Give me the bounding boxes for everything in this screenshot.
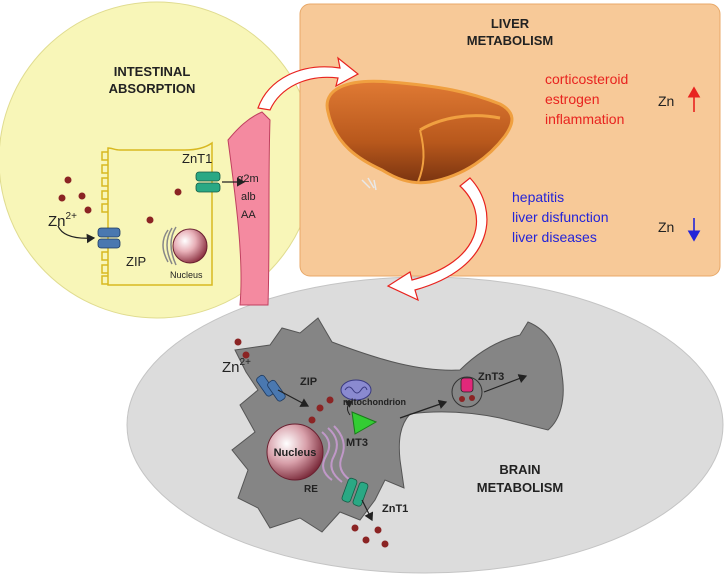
brain-mitochondrion-label: mitochondrion	[343, 397, 406, 407]
flow-arrow-icon	[57, 225, 96, 244]
liver-zn-up-label: Zn	[658, 93, 674, 109]
brain-title-line2: METABOLISM	[477, 480, 563, 495]
re-icon	[321, 431, 333, 481]
nucleus-icon	[266, 423, 324, 481]
carrier-a2m-label: α2m	[237, 173, 259, 185]
flow-arrow-icon	[277, 389, 310, 407]
liver-region	[299, 3, 721, 277]
carrier-alb-label: alb	[241, 191, 256, 203]
zinc-ion-icon	[469, 395, 475, 401]
mitochondrion-cristae	[344, 386, 368, 394]
mt3-icon	[351, 411, 378, 435]
liver-decrease-factor: hepatitis	[512, 189, 564, 205]
brain-zinc-ions	[234, 338, 389, 548]
brain-re-label: RE	[304, 484, 318, 495]
intestine-nucleus-label: Nucleus	[170, 270, 203, 280]
intestine-to-liver-arrow-icon	[257, 56, 360, 111]
re-icon	[327, 427, 343, 483]
liver-increase-factor: inflammation	[545, 111, 624, 127]
flow-arrow-icon	[399, 399, 448, 419]
intestine-znt1-label: ZnT1	[182, 151, 212, 166]
brain-mt3-label: MT3	[346, 437, 368, 449]
liver-title-line1: LIVER	[491, 16, 530, 31]
flow-arrow-icon	[361, 499, 374, 522]
liver-title-line2: METABOLISM	[467, 33, 553, 48]
microvilli	[101, 151, 108, 285]
blood-vessel	[227, 111, 271, 306]
brain-region	[126, 276, 724, 574]
intestine-title-line2: ABSORPTION	[109, 81, 196, 96]
liver-icon	[325, 79, 514, 191]
zinc-ion-icon	[459, 396, 465, 402]
flow-arrow-icon	[483, 374, 528, 393]
intestine-zinc-ions	[58, 176, 182, 224]
brain-zip-transporter-icon	[256, 374, 286, 402]
brain-nucleus-label: Nucleus	[274, 447, 317, 459]
brain-zip-label: ZIP	[300, 376, 317, 388]
golgi-icon	[162, 226, 177, 266]
nucleus-icon	[172, 228, 208, 264]
intestine-zn-label: Zn2+	[48, 211, 77, 230]
znt3-transporter-icon	[460, 377, 474, 393]
neuron-cell	[231, 317, 564, 533]
liver-zn-down-label: Zn	[658, 219, 674, 235]
liver-to-brain-arrow-icon	[386, 177, 488, 302]
znt3-vesicle	[451, 376, 483, 408]
liver-decrease-factor: liver disfunction	[512, 209, 609, 225]
re-icon	[333, 425, 351, 481]
brain-title-line1: BRAIN	[499, 462, 540, 477]
intestine-znt1-transporter-icon	[195, 171, 221, 193]
intestine-zip-transporter-icon	[97, 227, 121, 249]
liver-increase-factor: estrogen	[545, 91, 599, 107]
flow-arrow-icon	[344, 400, 353, 416]
intestine-zip-label: ZIP	[126, 254, 146, 269]
brain-znt1-label: ZnT1	[382, 503, 408, 515]
brain-znt1-transporter-icon	[341, 477, 369, 507]
mitochondrion-icon	[340, 379, 372, 401]
liver-decrease-factor: liver diseases	[512, 229, 597, 245]
carrier-aa-label: AA	[241, 209, 256, 221]
brain-zn-label: Zn2+	[222, 357, 251, 376]
intestine-title-line1: INTESTINAL	[114, 64, 191, 79]
brain-znt3-label: ZnT3	[478, 371, 504, 383]
liver-increase-factor: corticosteroid	[545, 71, 628, 87]
